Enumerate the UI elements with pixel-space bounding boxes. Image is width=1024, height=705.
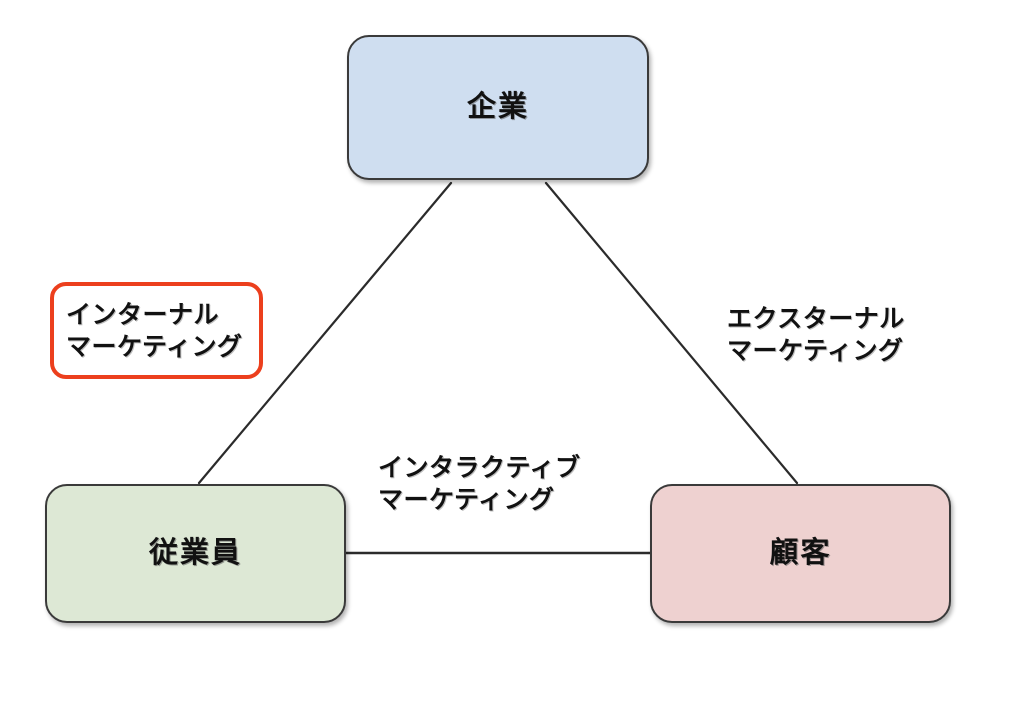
node-company[interactable]: 企業 — [347, 35, 649, 180]
node-customer-label: 顧客 — [769, 537, 832, 570]
node-employee[interactable]: 従業員 — [45, 484, 346, 623]
edge-label-internal-marketing-line-2: マーケティング — [66, 332, 243, 361]
edge-label-interactive-marketing: インタラクティブ マーケティング — [378, 452, 581, 516]
edge-label-external-marketing-line-2: マーケティング — [727, 337, 904, 365]
edge-label-external-marketing-line-1: エクスターナル — [727, 305, 905, 333]
edge-label-internal-marketing[interactable]: インターナル マーケティング — [50, 282, 263, 379]
edge-label-internal-marketing-line-1: インターナル — [66, 300, 220, 329]
edge-label-interactive-marketing-line-2: マーケティング — [378, 486, 555, 514]
node-company-label: 企業 — [466, 91, 529, 124]
node-customer[interactable]: 顧客 — [650, 484, 951, 623]
node-employee-label: 従業員 — [148, 537, 242, 570]
edge-label-external-marketing: エクスターナル マーケティング — [727, 303, 905, 367]
edge-label-interactive-marketing-line-1: インタラクティブ — [378, 454, 581, 482]
